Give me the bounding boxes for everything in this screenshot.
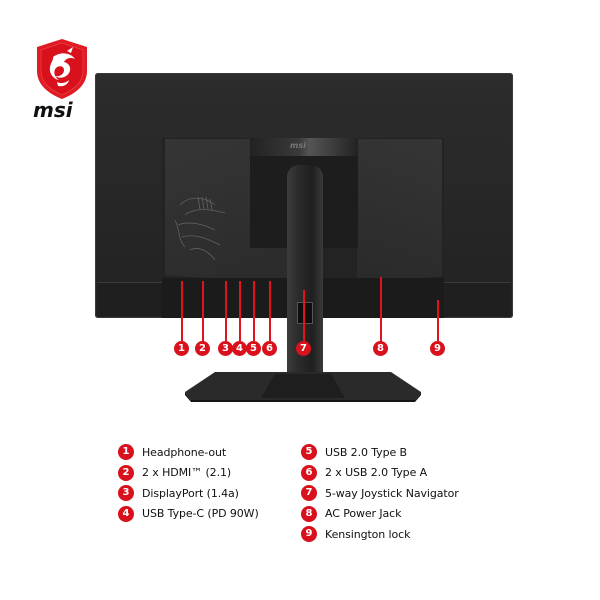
port-marker-5: 5: [246, 341, 261, 356]
legend-label: AC Power Jack: [325, 507, 402, 521]
stand-base: [185, 372, 421, 402]
legend-item: 8 AC Power Jack: [301, 504, 459, 525]
rear-msi-logo: msi: [290, 141, 306, 150]
port-marker-6: 6: [262, 341, 277, 356]
rear-cover-right: [357, 139, 442, 295]
port-marker-9: 9: [430, 341, 445, 356]
port-marker-4: 4: [232, 341, 247, 356]
legend-item: 9 Kensington lock: [301, 524, 459, 545]
port-marker-2: 2: [195, 341, 210, 356]
legend-item: 4 USB Type-C (PD 90W): [118, 504, 259, 525]
leader-line-8: [380, 277, 382, 343]
legend-badge: 6: [301, 464, 317, 481]
cable-management-hole: [297, 302, 313, 324]
legend-label: DisplayPort (1.4a): [142, 486, 239, 500]
leader-line-9: [437, 300, 439, 343]
legend-right-column: 5 USB 2.0 Type B 6 2 x USB 2.0 Type A 7 …: [301, 442, 459, 545]
msi-dragon-shield-icon: [37, 39, 87, 99]
rear-logo-plate: [250, 138, 358, 156]
legend-badge: 8: [301, 505, 317, 522]
port-marker-8: 8: [373, 341, 388, 356]
port-marker-3: 3: [218, 341, 233, 356]
leader-line-2: [202, 281, 204, 343]
legend-left-column: 1 Headphone-out 2 2 x HDMI™ (2.1) 3 Disp…: [118, 442, 259, 524]
leader-line-4: [239, 281, 241, 343]
port-marker-1: 1: [174, 341, 189, 356]
legend-label: USB 2.0 Type B: [325, 445, 407, 459]
port-marker-7: 7: [296, 341, 311, 356]
legend-label: USB Type-C (PD 90W): [142, 507, 259, 521]
msi-wordmark: msi: [33, 98, 73, 122]
legend-badge: 3: [118, 485, 134, 502]
legend-item: 6 2 x USB 2.0 Type A: [301, 463, 459, 484]
stand-neck: [287, 165, 323, 395]
legend-item: 2 2 x HDMI™ (2.1): [118, 463, 259, 484]
legend-item: 7 5-way Joystick Navigator: [301, 483, 459, 504]
legend-badge: 7: [301, 485, 317, 502]
leader-line-6: [269, 281, 271, 343]
legend-badge: 5: [301, 444, 317, 461]
legend-item: 5 USB 2.0 Type B: [301, 442, 459, 463]
legend-label: 2 x USB 2.0 Type A: [325, 466, 428, 480]
legend-label: 2 x HDMI™ (2.1): [142, 466, 232, 480]
leader-line-1: [181, 281, 183, 343]
legend-item: 3 DisplayPort (1.4a): [118, 483, 259, 504]
legend-badge: 9: [301, 526, 317, 543]
legend-badge: 1: [118, 444, 134, 461]
legend-label: Kensington lock: [325, 527, 411, 541]
legend-badge: 4: [118, 505, 134, 522]
leader-line-5: [253, 281, 255, 343]
legend-label: 5-way Joystick Navigator: [325, 486, 459, 500]
leader-line-3: [225, 281, 227, 343]
dragon-pattern-icon: [174, 196, 226, 261]
legend-badge: 2: [118, 464, 134, 481]
leader-line-7: [303, 290, 305, 343]
legend-item: 1 Headphone-out: [118, 442, 259, 463]
legend-label: Headphone-out: [142, 445, 227, 459]
